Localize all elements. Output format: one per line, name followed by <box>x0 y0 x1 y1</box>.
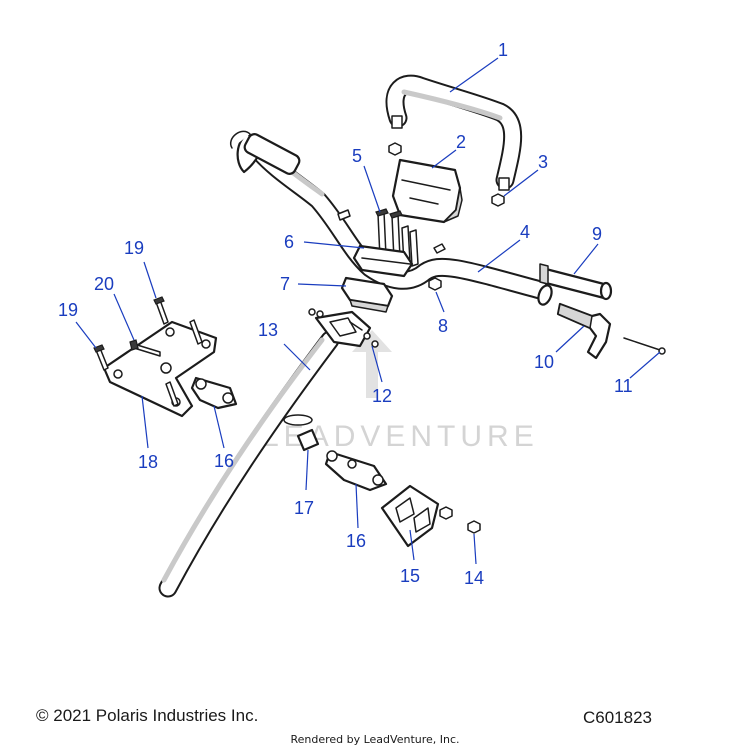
callout-7: 7 <box>280 274 290 294</box>
callout-12: 12 <box>372 386 392 406</box>
callout-5: 5 <box>352 146 362 166</box>
nut-part-8[interactable] <box>428 277 442 291</box>
screws-part-12[interactable] <box>308 308 379 348</box>
handlebar-cover[interactable] <box>391 158 463 224</box>
pivot-block-lower[interactable] <box>324 450 388 492</box>
pin[interactable] <box>623 337 666 355</box>
rendered-by: Rendered by LeadVenture, Inc. <box>290 733 460 746</box>
bracket-bolt-part-20[interactable] <box>129 339 172 374</box>
hand-grip[interactable] <box>539 263 613 301</box>
callout-4: 4 <box>520 222 530 242</box>
diagram-code: C601823 <box>582 708 652 727</box>
callout-1: 1 <box>498 40 508 60</box>
callout-13: 13 <box>258 320 278 340</box>
nuts-part-14[interactable] <box>439 506 481 534</box>
callout-9: 9 <box>592 224 602 244</box>
upper-clamp[interactable] <box>352 244 414 278</box>
watermark-logo <box>352 330 392 398</box>
bracket-bolts-part-19[interactable] <box>93 296 203 407</box>
bushing[interactable] <box>296 428 320 452</box>
nut-part-3[interactable] <box>491 193 505 207</box>
lower-clamp[interactable] <box>340 276 394 313</box>
mounting-bracket[interactable] <box>102 320 218 418</box>
callouts: 1 2 3 4 5 6 7 8 9 10 11 12 13 14 15 16 1… <box>58 40 633 588</box>
steering-post[interactable] <box>158 310 372 598</box>
callout-20: 20 <box>94 274 114 294</box>
throttle-lever[interactable] <box>556 302 612 360</box>
leader-lines <box>75 57 661 565</box>
callout-2: 2 <box>456 132 466 152</box>
callout-19-lower: 19 <box>58 300 78 320</box>
pivot-block-upper[interactable] <box>190 376 238 410</box>
copyright: © 2021 Polaris Industries Inc. <box>36 706 259 725</box>
mounting-plate[interactable] <box>380 484 440 548</box>
callout-15: 15 <box>400 566 420 586</box>
callout-8: 8 <box>438 316 448 336</box>
callout-6: 6 <box>284 232 294 252</box>
grab-handle[interactable] <box>385 74 523 191</box>
callout-19-upper: 19 <box>124 238 144 258</box>
callout-10: 10 <box>534 352 554 372</box>
callout-11: 11 <box>614 376 633 396</box>
callout-16-lower: 16 <box>346 531 366 551</box>
callout-14: 14 <box>464 568 484 588</box>
callout-17: 17 <box>294 498 314 518</box>
callout-3: 3 <box>538 152 548 172</box>
callout-16-upper: 16 <box>214 451 234 471</box>
callout-18: 18 <box>138 452 158 472</box>
